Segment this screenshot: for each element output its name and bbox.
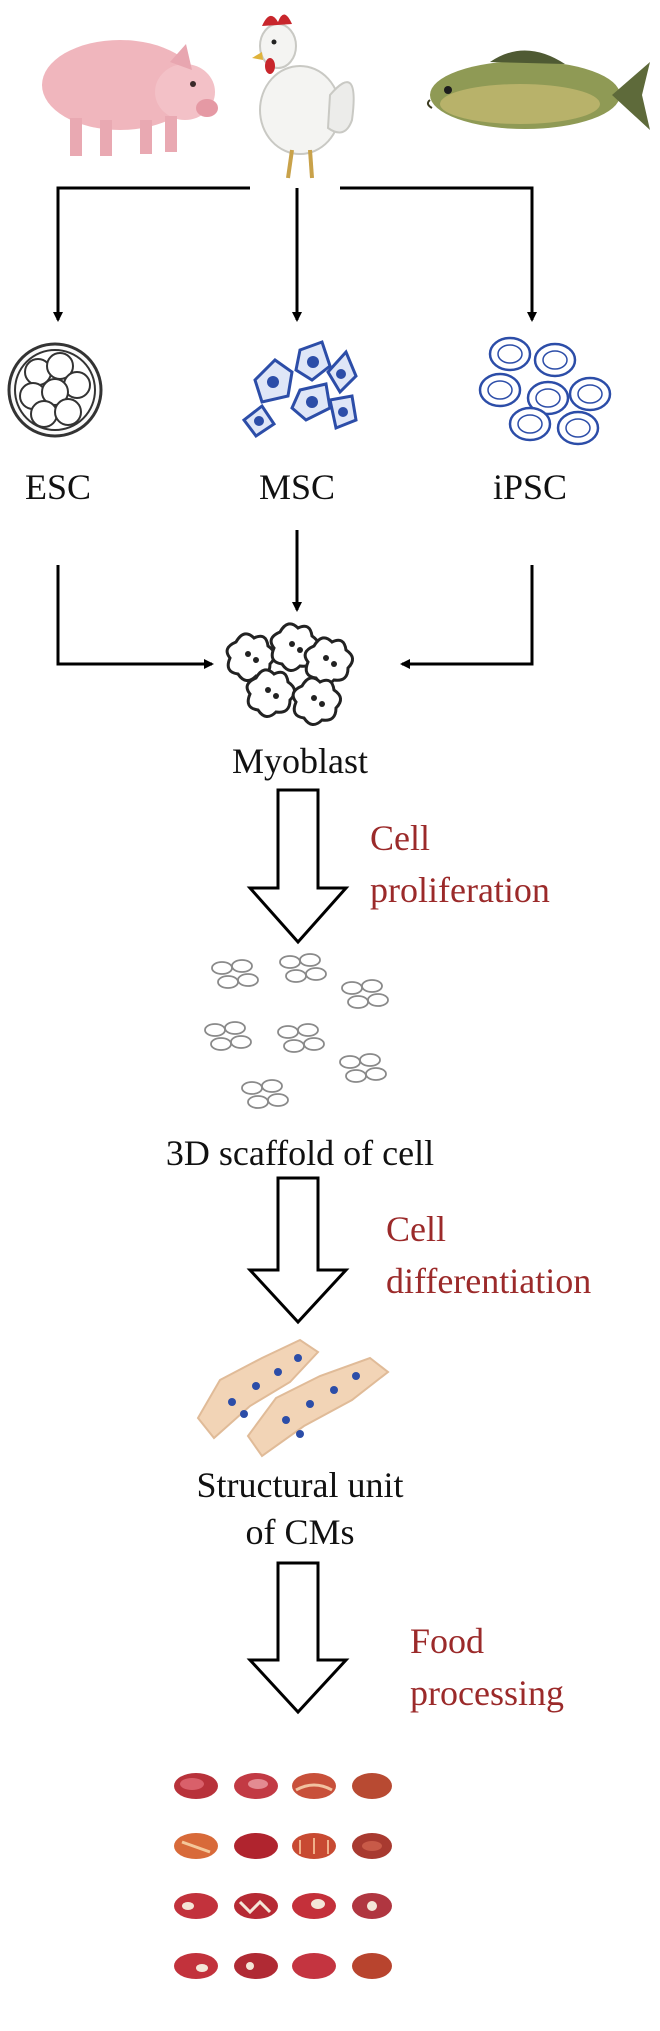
source-branch-arrows <box>53 186 537 322</box>
myoblast-label: Myoblast <box>231 741 368 781</box>
structural-unit-icon <box>196 1338 390 1458</box>
hollow-arrow-differentiation <box>246 1176 350 1325</box>
fish-illustration <box>426 50 650 130</box>
scaffold-label: 3D scaffold of cell <box>165 1133 435 1173</box>
scaffold-cells-icon <box>204 953 389 1109</box>
ipsc-label: iPSC <box>492 467 568 507</box>
structural-unit-label-line2: of CMs <box>245 1512 355 1552</box>
converge-arrows <box>56 530 534 669</box>
esc-label: ESC <box>24 467 92 507</box>
msc-label: MSC <box>258 467 336 507</box>
chicken-illustration <box>252 14 355 179</box>
meat-products-grid <box>174 1773 392 1979</box>
differentiation-step-line2: differentiation <box>386 1261 592 1301</box>
food-step-line1: Food <box>410 1621 485 1661</box>
msc-cell-icon <box>241 340 358 439</box>
proliferation-step-line2: proliferation <box>370 870 550 910</box>
hollow-arrow-proliferation <box>246 788 350 945</box>
proliferation-step-line1: Cell <box>370 818 430 858</box>
food-step-line2: processing <box>410 1673 564 1713</box>
myoblast-icon <box>225 622 354 726</box>
ipsc-cell-icon <box>478 336 612 446</box>
esc-cell-icon <box>7 342 103 438</box>
differentiation-step-line1: Cell <box>386 1209 446 1249</box>
hollow-arrow-food-processing <box>246 1561 350 1715</box>
structural-unit-label-line1: Structural unit <box>196 1465 404 1505</box>
pig-illustration <box>42 40 218 156</box>
